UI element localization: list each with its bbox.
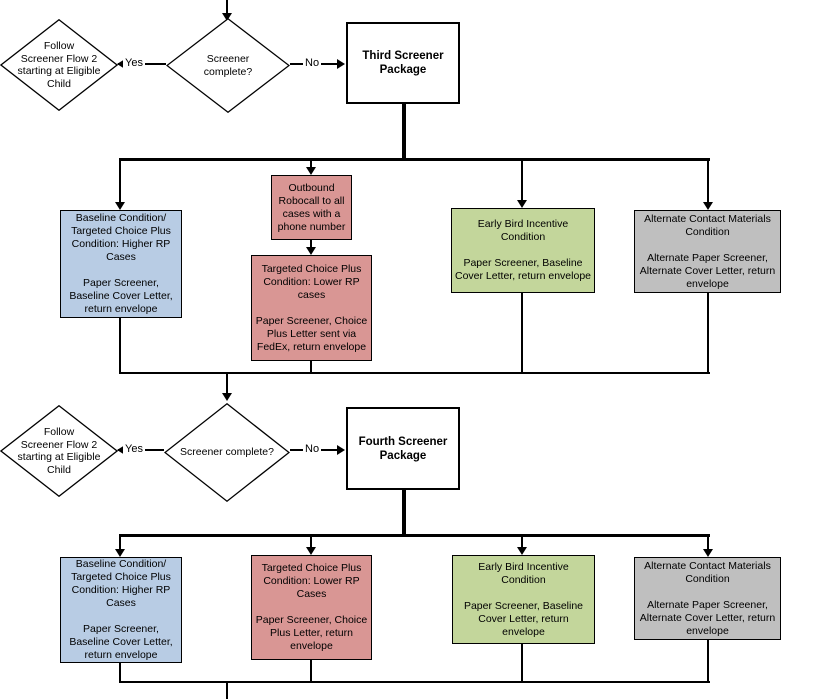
earlybird-condition-box-1: Early Bird Incentive Condition Paper Scr… [451, 208, 595, 293]
third-screener-package-box: Third Screener Package [346, 22, 460, 104]
earlybird-condition-label: Early Bird Incentive Condition Paper Scr… [463, 560, 584, 638]
robocall-to-targeted-line [310, 240, 312, 248]
earlybird-condition-label: Early Bird Incentive Condition Paper Scr… [455, 218, 591, 282]
alternate-condition-box-1: Alternate Contact Materials Condition Al… [634, 210, 781, 293]
stub-line-alternate-1 [707, 293, 709, 373]
targeted-condition-box-1: Targeted Choice Plus Condition: Lower RP… [251, 255, 372, 361]
trunk-line-2 [402, 489, 406, 537]
distribution-line-2 [119, 534, 710, 537]
stub-line-baseline-2 [119, 663, 121, 682]
earlybird-condition-box-2: Early Bird Incentive Condition Paper Scr… [452, 555, 595, 644]
stub-line-alternate-2 [707, 640, 709, 682]
baseline-condition-box-1: Baseline Condition/ Targeted Choice Plus… [60, 210, 182, 318]
arrowhead-right-icon [337, 445, 345, 455]
alternate-condition-box-2: Alternate Contact Materials Condition Al… [634, 557, 781, 640]
follow-flow2-diamond-1: Follow Screener Flow 2 starting at Eligi… [0, 19, 118, 111]
targeted-condition-label: Targeted Choice Plus Condition: Lower RP… [255, 262, 368, 353]
diamond-shape [164, 403, 290, 502]
baseline-condition-label: Baseline Condition/ Targeted Choice Plus… [69, 212, 173, 315]
stub-line-earlybird-2 [521, 644, 523, 682]
follow-flow2-diamond-2: Follow Screener Flow 2 starting at Eligi… [0, 405, 118, 497]
collector-line-1 [119, 372, 710, 374]
baseline-condition-box-2: Baseline Condition/ Targeted Choice Plus… [60, 557, 182, 663]
diamond-shape [166, 18, 290, 113]
stem-line-earlybird-1 [521, 161, 523, 200]
arrowhead-down-icon [703, 202, 713, 210]
feed-connector-line [226, 374, 228, 394]
alternate-condition-label: Alternate Contact Materials Condition Al… [639, 559, 776, 637]
screener-complete-diamond-2: Screener complete? [164, 403, 290, 502]
stem-line-baseline-1 [119, 161, 121, 202]
stub-line-targeted-1 [310, 361, 312, 373]
exit-connector-line [226, 683, 228, 699]
no-label-1: No [303, 57, 322, 70]
arrowhead-down-icon [306, 547, 316, 555]
baseline-condition-label: Baseline Condition/ Targeted Choice Plus… [69, 558, 173, 661]
arrowhead-down-icon [115, 549, 125, 557]
arrowhead-down-icon [222, 393, 232, 401]
arrowhead-left-icon [117, 445, 125, 455]
arrowhead-down-icon [517, 200, 527, 208]
arrowhead-left-icon [117, 59, 125, 69]
yes-label-2: Yes [123, 443, 145, 456]
stem-line-targeted-2 [310, 537, 312, 547]
robocall-label: Outbound Robocall to all cases with a ph… [277, 181, 346, 233]
targeted-condition-box-2: Targeted Choice Plus Condition: Lower RP… [251, 555, 372, 660]
stub-line-targeted-2 [310, 660, 312, 682]
stub-line-earlybird-1 [521, 293, 523, 373]
stem-line-alternate-1 [707, 161, 709, 202]
stem-line-earlybird-2 [521, 537, 523, 547]
distribution-line-1 [119, 158, 710, 161]
screener-complete-diamond-1: Screener complete? [166, 18, 290, 113]
stem-line-baseline-2 [119, 537, 121, 549]
fourth-screener-package-label: Fourth Screener Package [358, 435, 448, 462]
stem-line-alternate-2 [707, 537, 709, 549]
screener-complete-label: Screener complete? [180, 446, 274, 459]
arrowhead-down-icon [115, 202, 125, 210]
stub-line-baseline-1 [119, 318, 121, 373]
diamond-shape [0, 405, 118, 497]
arrowhead-down-icon [703, 549, 713, 557]
arrowhead-down-icon [306, 167, 316, 175]
diamond-shape [0, 19, 118, 111]
follow-flow2-label: Follow Screener Flow 2 starting at Eligi… [17, 40, 101, 90]
screener-complete-label: Screener complete? [203, 53, 253, 78]
arrowhead-down-icon [517, 547, 527, 555]
trunk-line-1 [402, 104, 406, 161]
stem-line-robocall [310, 161, 312, 167]
collector-line-2 [119, 681, 710, 683]
third-screener-package-label: Third Screener Package [362, 50, 444, 76]
yes-label-1: Yes [123, 57, 145, 70]
no-label-2: No [303, 443, 322, 456]
arrowhead-right-icon [337, 59, 345, 69]
arrowhead-down-icon [222, 13, 232, 21]
fourth-screener-package-box: Fourth Screener Package [346, 407, 460, 490]
entry-connector-line [226, 0, 228, 14]
arrowhead-down-icon [306, 247, 316, 255]
follow-flow2-label: Follow Screener Flow 2 starting at Eligi… [17, 426, 101, 476]
alternate-condition-label: Alternate Contact Materials Condition Al… [639, 212, 776, 290]
targeted-condition-label: Targeted Choice Plus Condition: Lower RP… [255, 562, 368, 652]
robocall-box: Outbound Robocall to all cases with a ph… [271, 175, 352, 240]
